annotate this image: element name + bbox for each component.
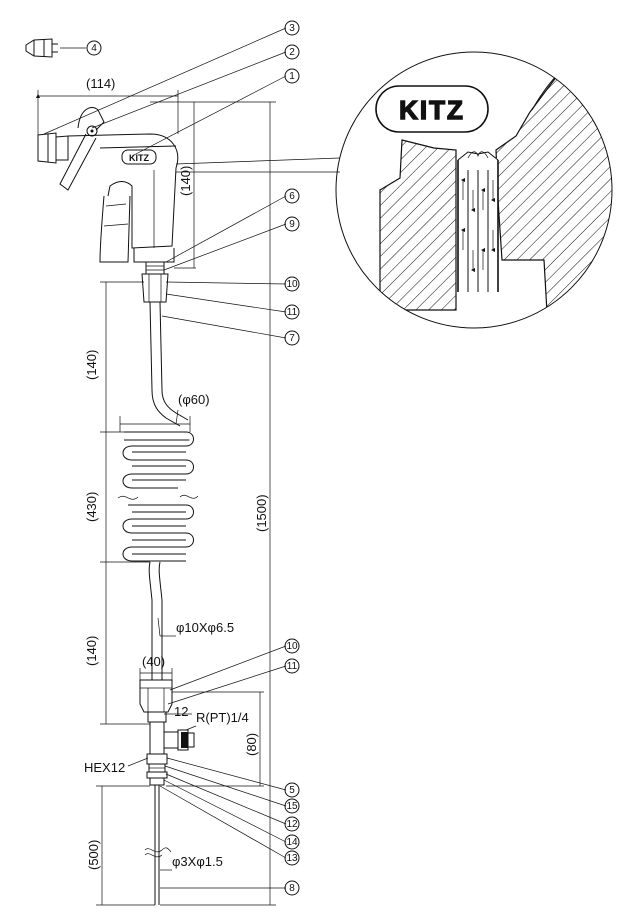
balloon-11-upper: 11 — [284, 304, 300, 320]
leader-lines — [43, 27, 341, 889]
svg-text:12: 12 — [286, 819, 298, 830]
balloon-1: 1 — [284, 68, 300, 84]
balloon-9: 9 — [284, 216, 300, 232]
svg-text:8: 8 — [289, 883, 295, 894]
svg-text:10: 10 — [286, 279, 298, 290]
balloon-10-upper: 10 — [284, 276, 300, 292]
dim-gun-width: (114) — [86, 76, 115, 91]
svg-text:11: 11 — [287, 307, 298, 318]
svg-text:5: 5 — [289, 785, 295, 796]
part-balloons: 3 2 1 4 6 9 10 11 7 10 11 5 15 12 14 13 … — [86, 20, 300, 896]
dim-block-height: (80) — [244, 733, 259, 756]
hose-drawing — [117, 301, 199, 680]
hex-size-label: 12 — [174, 704, 188, 719]
air-gun-drawing: KITZ — [37, 106, 179, 303]
balloon-8: 8 — [284, 880, 300, 896]
svg-text:14: 14 — [286, 837, 298, 848]
balloon-13: 13 — [284, 850, 300, 866]
svg-text:4: 4 — [91, 43, 97, 54]
nozzle-tip-drawing — [25, 38, 86, 58]
dim-gun-height: (140) — [178, 166, 193, 196]
dim-block-width: (40) — [142, 654, 165, 669]
hex-label: HEX12 — [84, 760, 125, 775]
dim-coil-length: (430) — [84, 492, 99, 522]
hose-spec-label: φ10Xφ6.5 — [176, 620, 234, 635]
svg-text:2: 2 — [289, 47, 295, 58]
gun-logo-label: KITZ — [129, 153, 149, 163]
thread-label: R(PT)1/4 — [196, 710, 249, 725]
svg-text:3: 3 — [289, 23, 295, 34]
tube-spec-label: φ3Xφ1.5 — [172, 854, 223, 869]
balloon-3: 3 — [284, 20, 300, 36]
detail-view: KITZ — [335, 51, 613, 329]
dim-overall-length: (1500) — [254, 494, 269, 532]
balloon-10-lower: 10 — [284, 638, 300, 654]
svg-text:9: 9 — [289, 219, 295, 230]
balloon-15: 15 — [284, 798, 300, 814]
balloon-14: 14 — [284, 834, 300, 850]
dim-coil-width: (φ60) — [178, 392, 210, 407]
balloon-4: 4 — [86, 40, 102, 56]
balloon-11-lower: 11 — [284, 658, 300, 674]
balloon-5: 5 — [284, 782, 300, 798]
dim-hose-lower: (140) — [84, 636, 99, 666]
svg-text:15: 15 — [286, 801, 298, 812]
detail-logo-label: KITZ — [399, 95, 465, 125]
balloon-12: 12 — [284, 816, 300, 832]
svg-text:11: 11 — [287, 661, 298, 672]
balloon-7: 7 — [284, 330, 300, 346]
coil-drawing — [117, 431, 199, 562]
svg-text:10: 10 — [286, 641, 298, 652]
svg-text:6: 6 — [289, 191, 295, 202]
balloon-2: 2 — [284, 44, 300, 60]
connector-block-drawing — [139, 679, 195, 905]
svg-text:1: 1 — [289, 71, 295, 82]
dimension-lines — [35, 90, 276, 906]
dim-tube-length: (500) — [86, 840, 101, 870]
dimension-texts: (114) (140) (140) (φ60) (430) (1500) (14… — [84, 76, 269, 871]
balloon-6: 6 — [284, 188, 300, 204]
svg-text:13: 13 — [286, 853, 298, 864]
dim-hose-upper: (140) — [84, 350, 99, 380]
svg-text:7: 7 — [289, 333, 295, 344]
